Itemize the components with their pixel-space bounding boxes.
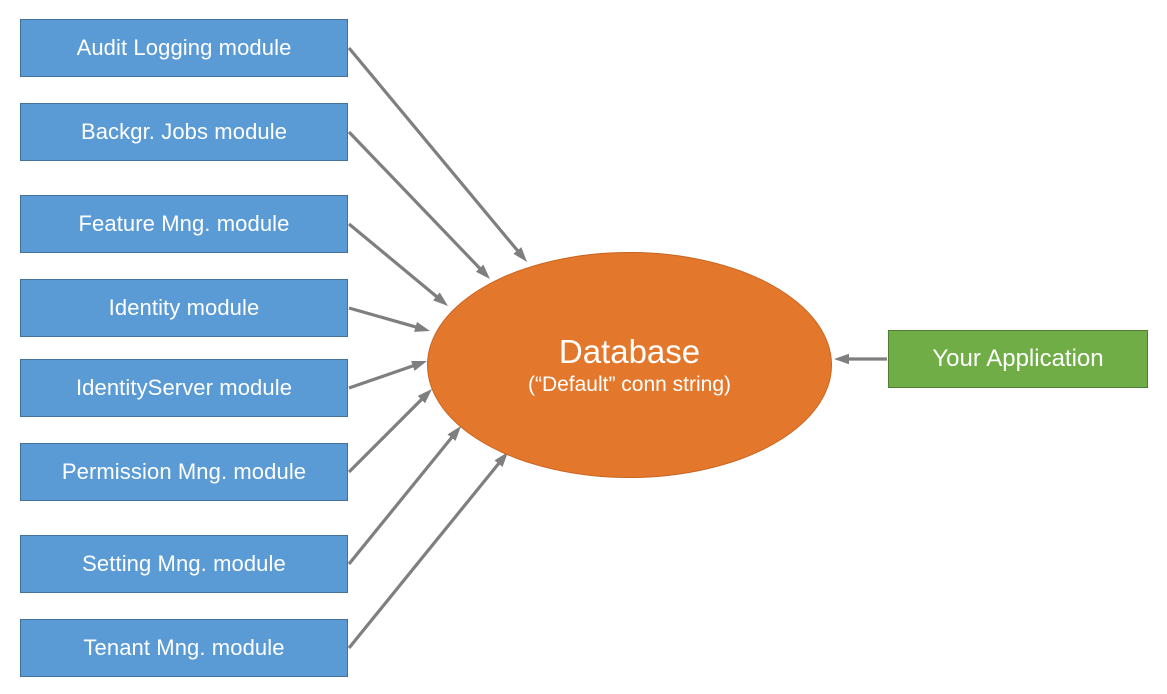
connector-arrow	[834, 353, 887, 365]
module-label: Permission Mng. module	[61, 458, 307, 484]
your-application-box[interactable]: Your Application	[888, 330, 1148, 388]
module-label: Tenant Mng. module	[83, 634, 285, 660]
module-label: IdentityServer module	[75, 374, 293, 400]
connector-arrow	[348, 360, 427, 390]
module-box[interactable]: Backgr. Jobs module	[20, 103, 348, 161]
module-box[interactable]: Identity module	[20, 279, 348, 337]
connector-arrow	[347, 130, 490, 279]
module-box[interactable]: Permission Mng. module	[20, 443, 348, 501]
connector-arrow	[347, 452, 508, 650]
module-label: Setting Mng. module	[82, 550, 286, 576]
module-box[interactable]: Audit Logging module	[20, 19, 348, 77]
module-box[interactable]: Feature Mng. module	[20, 195, 348, 253]
database-ellipse[interactable]: Database (“Default” conn string)	[427, 252, 832, 478]
connector-arrow	[347, 46, 527, 262]
module-label: Audit Logging module	[76, 34, 292, 60]
database-title: Database	[558, 332, 701, 370]
module-box[interactable]: IdentityServer module	[20, 359, 348, 417]
module-label: Identity module	[108, 294, 260, 320]
connector-arrow	[347, 222, 448, 306]
connector-arrow	[347, 426, 461, 566]
module-label: Backgr. Jobs module	[80, 118, 288, 144]
connector-arrow	[348, 306, 430, 332]
connector-arrow	[347, 389, 432, 474]
database-subtitle: (“Default” conn string)	[527, 372, 732, 396]
module-box[interactable]: Tenant Mng. module	[20, 619, 348, 677]
your-application-label: Your Application	[932, 345, 1104, 372]
module-label: Feature Mng. module	[78, 210, 290, 236]
module-box[interactable]: Setting Mng. module	[20, 535, 348, 593]
